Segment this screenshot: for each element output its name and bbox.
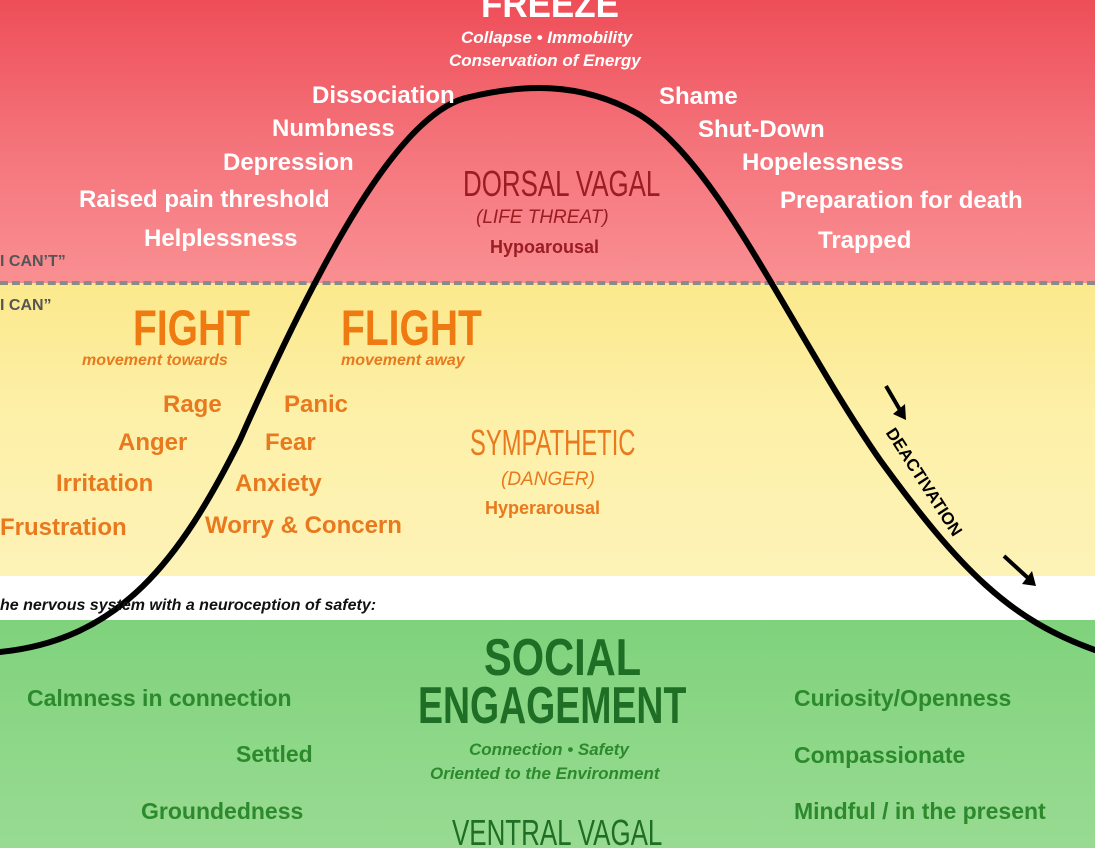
social-title-1: SOCIAL [484,629,642,687]
freeze-subtitle-1: Collapse • Immobility [461,28,633,47]
sympathetic-arousal: Hyperarousal [485,498,601,518]
freeze-left-item: Depression [223,149,354,176]
freeze-title: FREEZE [481,0,619,26]
safety-banner-text: he nervous system with a neuroception of… [0,597,377,614]
flight-item: Worry & Concern [205,512,402,539]
sympathetic-zone [0,283,1095,576]
social-left-item: Calmness in connection [27,685,292,711]
dorsal-vagal-label: DORSAL VAGAL [463,163,661,204]
social-left-item: Settled [236,741,313,767]
social-right-item: Compassionate [794,742,966,768]
arousal-curve-line [0,85,1095,655]
deactivation-arrow-top [884,384,906,420]
freeze-left-item: Raised pain threshold [79,186,330,213]
flight-subtitle: movement away [341,352,465,369]
i-can-label: I CAN” [0,297,52,314]
fight-item: Frustration [0,514,127,541]
deactivation-arrow-bottom [1002,554,1036,586]
freeze-zone [0,0,1095,283]
freeze-left-item: Dissociation [312,82,455,109]
fight-item: Irritation [56,470,154,497]
fight-item: Rage [163,391,222,418]
freeze-subtitle-2: Conservation of Energy [449,51,641,70]
fight-item: Anger [118,429,188,456]
dorsal-vagal-threat: (LIFE THREAT) [476,207,609,228]
social-left-item: Groundedness [141,798,304,824]
social-right-item: Mindful / in the present [794,798,1046,824]
i-cant-label: I CAN’T” [0,253,66,270]
fight-subtitle: movement towards [82,352,228,369]
social-subtitle-1: Connection • Safety [469,740,629,759]
freeze-right-item: Shut-Down [698,116,825,143]
safety-banner-zone [0,576,1095,620]
freeze-right-item: Hopelessness [742,149,904,176]
freeze-left-item: Numbness [272,115,395,142]
ventral-vagal-label: VENTRAL VAGAL [452,812,663,853]
freeze-left-item: Helplessness [144,225,298,252]
sympathetic-threat: (DANGER) [501,469,595,490]
fight-title: FIGHT [133,300,250,356]
social-right-item: Curiosity/Openness [794,685,1012,711]
freeze-right-item: Preparation for death [780,187,1023,214]
social-title-2: ENGAGEMENT [418,677,687,735]
sympathetic-label: SYMPATHETIC [470,422,636,463]
threshold-dashed-line [0,281,1095,285]
social-subtitle-2: Oriented to the Environment [430,764,660,783]
dorsal-vagal-arousal: Hypoarousal [490,237,600,257]
flight-item: Anxiety [235,470,322,497]
flight-item: Panic [284,391,349,418]
freeze-right-item: Trapped [818,227,912,254]
flight-title: FLIGHT [341,300,482,356]
flight-item: Fear [265,429,316,456]
freeze-right-item: Shame [659,83,738,110]
social-engagement-zone [0,620,1095,848]
